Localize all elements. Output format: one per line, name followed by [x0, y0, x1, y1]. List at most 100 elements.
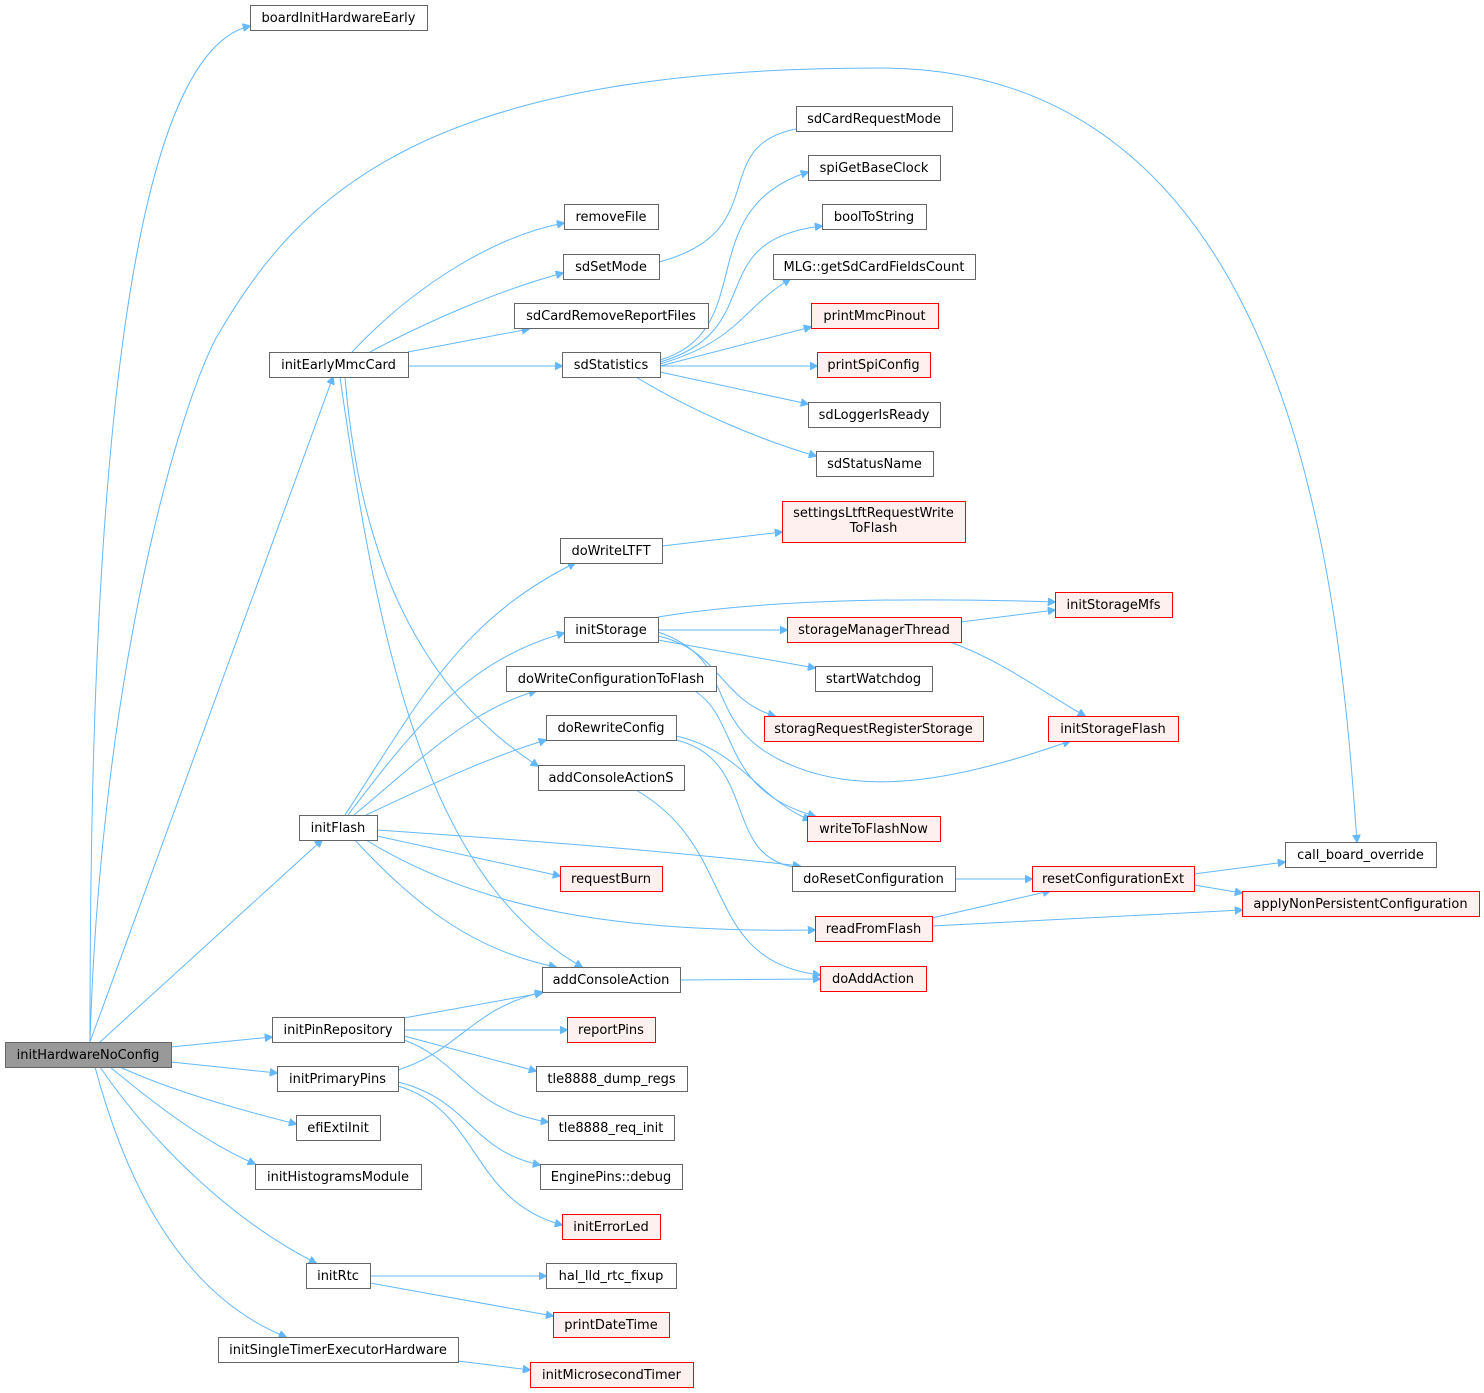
node-initPinRepository[interactable]: initPinRepository — [272, 1017, 405, 1043]
node-box[interactable] — [560, 866, 663, 892]
node-box[interactable] — [250, 5, 428, 31]
node-boardInitHardwareEarly[interactable]: boardInitHardwareEarly — [250, 5, 428, 31]
node-box[interactable] — [218, 1337, 459, 1363]
node-getSdCardFieldsCount[interactable]: MLG::getSdCardFieldsCount — [773, 254, 976, 280]
node-initRtc[interactable]: initRtc — [306, 1263, 371, 1289]
node-box[interactable] — [1055, 592, 1173, 618]
node-box[interactable] — [567, 1017, 656, 1043]
node-box[interactable] — [562, 352, 661, 378]
node-storagRequestRegisterStorage[interactable]: storagRequestRegisterStorage — [764, 716, 984, 742]
node-doWriteLTFT[interactable]: doWriteLTFT — [560, 538, 663, 564]
node-hal_lld_rtc_fixup[interactable]: hal_lld_rtc_fixup — [546, 1263, 677, 1289]
node-EnginePins_debug[interactable]: EnginePins::debug — [540, 1164, 683, 1190]
node-sdLoggerIsReady[interactable]: sdLoggerIsReady — [808, 402, 941, 428]
node-box[interactable] — [306, 1263, 371, 1289]
node-box[interactable] — [538, 765, 685, 791]
node-box[interactable] — [540, 1164, 683, 1190]
node-box[interactable] — [564, 617, 659, 643]
node-doAddAction[interactable]: doAddAction — [820, 966, 927, 992]
node-printSpiConfig[interactable]: printSpiConfig — [817, 352, 931, 378]
node-box[interactable] — [5, 1042, 172, 1068]
node-initEarlyMmcCard[interactable]: initEarlyMmcCard — [269, 352, 409, 378]
node-box[interactable] — [811, 303, 939, 329]
node-requestBurn[interactable]: requestBurn — [560, 866, 663, 892]
node-box[interactable] — [817, 352, 931, 378]
node-box[interactable] — [1242, 891, 1480, 917]
node-box[interactable] — [514, 303, 709, 329]
node-box[interactable] — [255, 1164, 422, 1190]
node-efiExtiInit[interactable]: efiExtiInit — [296, 1115, 381, 1141]
node-box[interactable] — [269, 352, 409, 378]
node-initPrimaryPins[interactable]: initPrimaryPins — [277, 1066, 399, 1092]
node-initHardwareNoConfig[interactable]: initHardwareNoConfig — [5, 1042, 172, 1068]
node-applyNonPersistentConfiguration[interactable]: applyNonPersistentConfiguration — [1242, 891, 1480, 917]
node-box[interactable] — [792, 866, 956, 892]
node-call_board_override[interactable]: call_board_override — [1285, 842, 1437, 868]
node-box[interactable] — [536, 1066, 688, 1092]
node-initHistogramsModule[interactable]: initHistogramsModule — [255, 1164, 422, 1190]
node-box[interactable] — [563, 254, 660, 280]
node-boolToString[interactable]: boolToString — [822, 204, 927, 230]
node-box[interactable] — [782, 501, 966, 543]
node-box[interactable] — [564, 204, 659, 230]
node-reportPins[interactable]: reportPins — [567, 1017, 656, 1043]
node-box[interactable] — [560, 538, 663, 564]
node-sdStatusName[interactable]: sdStatusName — [816, 451, 934, 477]
node-resetConfigurationExt[interactable]: resetConfigurationExt — [1032, 866, 1195, 892]
node-addConsoleAction[interactable]: addConsoleAction — [542, 967, 681, 993]
node-startWatchdog[interactable]: startWatchdog — [815, 666, 933, 692]
node-doRewriteConfig[interactable]: doRewriteConfig — [546, 715, 677, 741]
node-box[interactable] — [296, 1115, 381, 1141]
node-box[interactable] — [548, 1115, 675, 1141]
node-initStorageFlash[interactable]: initStorageFlash — [1048, 716, 1179, 742]
node-box[interactable] — [272, 1017, 405, 1043]
node-sdCardRequestMode[interactable]: sdCardRequestMode — [796, 106, 953, 132]
node-box[interactable] — [546, 1263, 677, 1289]
node-box[interactable] — [796, 106, 953, 132]
node-box[interactable] — [1032, 866, 1195, 892]
node-readFromFlash[interactable]: readFromFlash — [815, 916, 933, 942]
node-box[interactable] — [277, 1066, 399, 1092]
node-box[interactable] — [562, 1214, 661, 1240]
node-box[interactable] — [764, 716, 984, 742]
node-box[interactable] — [299, 815, 378, 841]
node-box[interactable] — [816, 451, 934, 477]
node-box[interactable] — [506, 666, 717, 692]
node-box[interactable] — [820, 966, 927, 992]
node-storageManagerThread[interactable]: storageManagerThread — [787, 617, 962, 643]
node-box[interactable] — [815, 916, 933, 942]
node-printMmcPinout[interactable]: printMmcPinout — [811, 303, 939, 329]
node-tle8888_req_init[interactable]: tle8888_req_init — [548, 1115, 675, 1141]
node-spiGetBaseClock[interactable]: spiGetBaseClock — [808, 155, 941, 181]
node-initStorageMfs[interactable]: initStorageMfs — [1055, 592, 1173, 618]
node-box[interactable] — [546, 715, 677, 741]
node-writeToFlashNow[interactable]: writeToFlashNow — [807, 816, 941, 842]
node-sdSetMode[interactable]: sdSetMode — [563, 254, 660, 280]
node-box[interactable] — [1048, 716, 1179, 742]
node-box[interactable] — [807, 816, 941, 842]
node-box[interactable] — [542, 967, 681, 993]
node-sdStatistics[interactable]: sdStatistics — [562, 352, 661, 378]
node-initMicrosecondTimer[interactable]: initMicrosecondTimer — [530, 1362, 694, 1388]
node-doWriteConfigurationToFlash[interactable]: doWriteConfigurationToFlash — [506, 666, 717, 692]
node-tle8888_dump_regs[interactable]: tle8888_dump_regs — [536, 1066, 688, 1092]
node-box[interactable] — [787, 617, 962, 643]
node-box[interactable] — [773, 254, 976, 280]
node-initErrorLed[interactable]: initErrorLed — [562, 1214, 661, 1240]
node-sdCardRemoveReportFiles[interactable]: sdCardRemoveReportFiles — [514, 303, 709, 329]
node-doResetConfiguration[interactable]: doResetConfiguration — [792, 866, 956, 892]
node-box[interactable] — [530, 1362, 694, 1388]
node-initSingleTimerExecutorHardware[interactable]: initSingleTimerExecutorHardware — [218, 1337, 459, 1363]
node-box[interactable] — [1285, 842, 1437, 868]
node-box[interactable] — [815, 666, 933, 692]
node-printDateTime[interactable]: printDateTime — [553, 1312, 670, 1338]
node-addConsoleActionS[interactable]: addConsoleActionS — [538, 765, 685, 791]
node-removeFile[interactable]: removeFile — [564, 204, 659, 230]
node-initFlash[interactable]: initFlash — [299, 815, 378, 841]
node-box[interactable] — [822, 204, 927, 230]
node-box[interactable] — [808, 402, 941, 428]
node-box[interactable] — [808, 155, 941, 181]
node-initStorage[interactable]: initStorage — [564, 617, 659, 643]
node-box[interactable] — [553, 1312, 670, 1338]
